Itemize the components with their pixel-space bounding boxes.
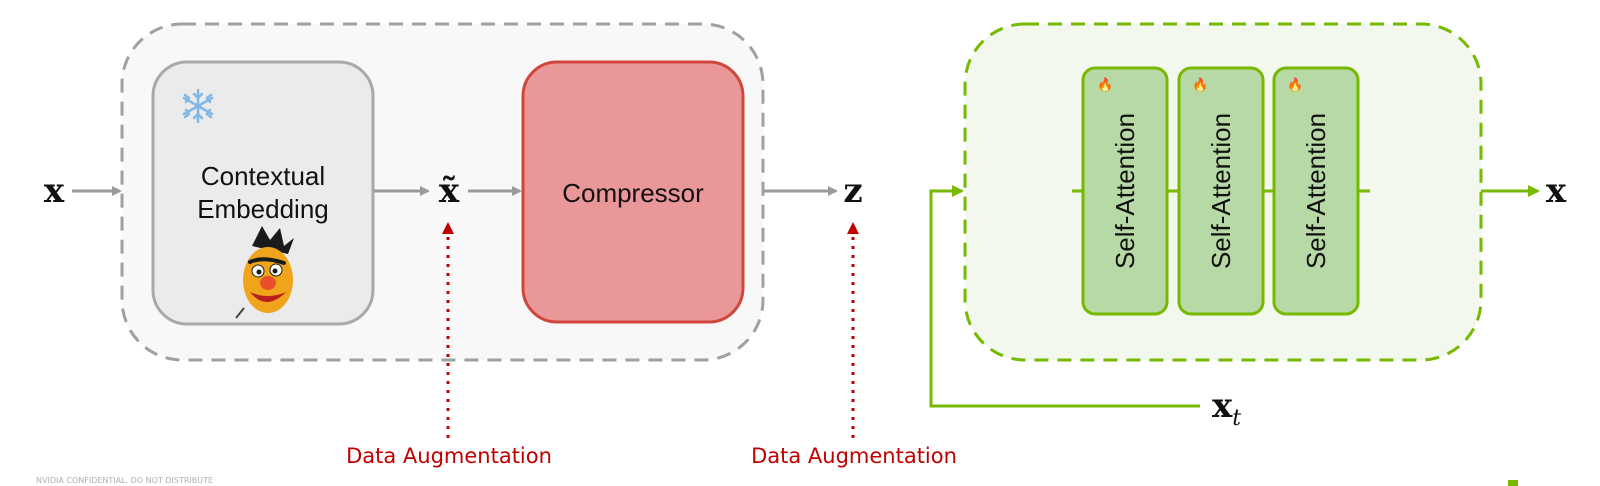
compressor-box	[521, 60, 745, 324]
fire-icon: 🔥	[1192, 77, 1208, 92]
self-attention-block: 🔥 Self-Attention	[1272, 66, 1360, 316]
x-tilde-symbol: x̃	[439, 171, 460, 211]
xt-input-path	[929, 185, 1200, 408]
augmentation-label-2: Data Augmentation	[751, 444, 957, 468]
corner-mark	[1508, 480, 1518, 486]
self-attention-label: Self-Attention	[1301, 113, 1331, 269]
augmentation-label-1: Data Augmentation	[346, 444, 552, 468]
self-attention-block: 🔥 Self-Attention	[1177, 66, 1265, 316]
self-attention-block: 🔥 Self-Attention	[1081, 66, 1169, 316]
self-attention-label: Self-Attention	[1110, 113, 1140, 269]
compressor-label: Compressor	[562, 178, 704, 208]
embedding-label-line1: Contextual	[201, 161, 325, 191]
xt-symbol: xt	[1212, 386, 1241, 431]
output-x-symbol: x	[1546, 171, 1567, 211]
fire-icon: 🔥	[1287, 77, 1303, 92]
puppet-mascot-icon	[235, 226, 294, 319]
embedding-label-line2: Embedding	[197, 194, 329, 224]
xt-base: x	[1212, 386, 1233, 426]
z-symbol: z	[843, 171, 862, 211]
snowflake-icon	[182, 88, 214, 124]
confidential-footer: NVIDIA CONFIDENTIAL. DO NOT DISTRIBUTE	[36, 476, 213, 485]
self-attention-label: Self-Attention	[1206, 113, 1236, 269]
xt-subscript: t	[1232, 406, 1241, 431]
contextual-embedding-box	[151, 60, 375, 326]
fire-icon: 🔥	[1097, 77, 1113, 92]
input-x-symbol: x	[44, 171, 65, 211]
